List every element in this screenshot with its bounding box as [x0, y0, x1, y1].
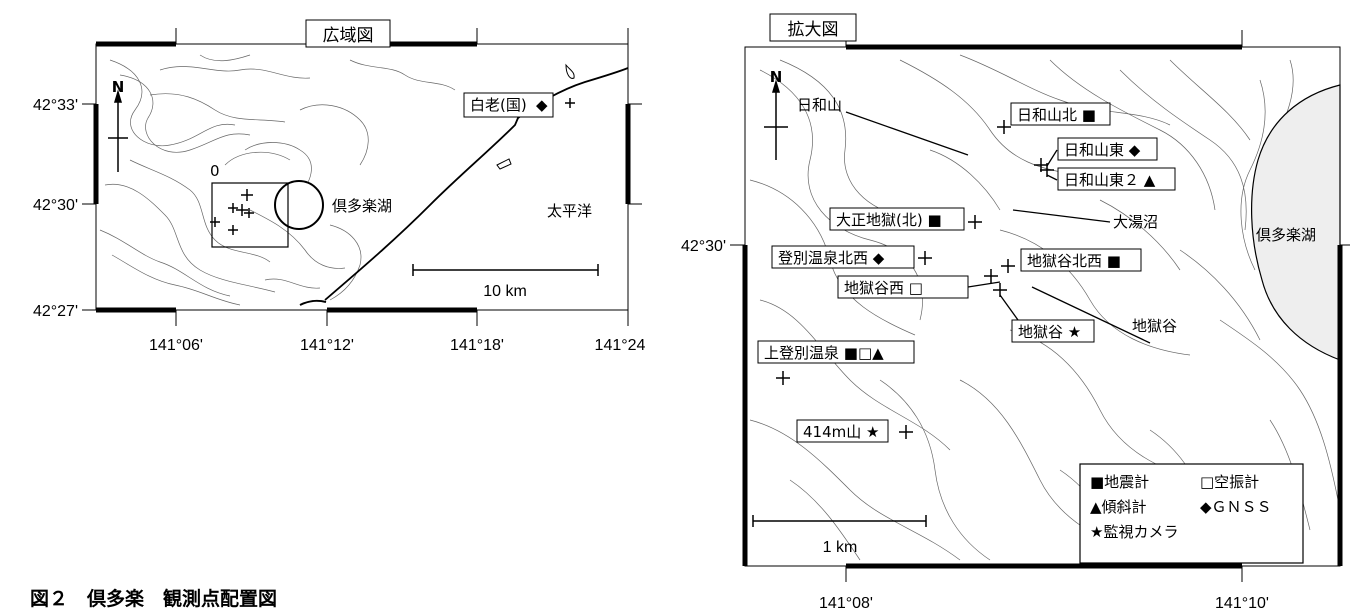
- place-jigokudani: 地獄谷: [1132, 317, 1177, 335]
- contour-marker: 0: [210, 162, 220, 180]
- wide-lat-27: 42°27': [33, 303, 78, 320]
- zoom-legend-box: [1079, 463, 1304, 564]
- zoom-scale-bar: [752, 515, 927, 527]
- wide-lon-18: 141°18': [450, 337, 504, 354]
- station-label-9: 414m山 ★: [803, 423, 879, 441]
- wide-map-frame: [95, 43, 629, 311]
- station-label-1: 日和山東 ◆: [1064, 141, 1141, 159]
- wide-ocean-label: 太平洋: [547, 202, 592, 220]
- wide-station-symbol: ◆: [536, 96, 548, 114]
- wide-lon-12: 141°12': [300, 337, 354, 354]
- legend-seismometer: ■地震計: [1090, 473, 1149, 491]
- wide-north-arrow: [108, 89, 128, 172]
- zoom-map: [730, 13, 1350, 582]
- harbor: [496, 158, 512, 170]
- wide-north-label: N: [112, 78, 125, 96]
- wide-map-title: 広域図: [323, 26, 374, 46]
- zoom-map-title: 拡大図: [788, 20, 839, 40]
- wide-lake-label: 倶多楽湖: [332, 197, 392, 215]
- zoom-north-label: N: [770, 68, 783, 86]
- zoom-north-arrow: [764, 79, 788, 160]
- zoom-lon-10: 141°10': [1215, 595, 1269, 612]
- zoom-scale-label: 1 km: [823, 539, 858, 556]
- wide-map: [82, 19, 642, 326]
- small-island: [565, 63, 575, 79]
- zoom-title-box: [769, 13, 857, 42]
- station-label-4: 登別温泉北西 ◆: [778, 249, 885, 267]
- wide-station-box: [463, 92, 554, 118]
- station-label-7: 地獄谷 ★: [1018, 323, 1081, 341]
- legend-gnss: ◆ＧＮＳＳ: [1200, 498, 1272, 516]
- station-label-3: 大正地獄(北) ■: [836, 211, 942, 229]
- zoom-station-boxes: [757, 102, 1176, 443]
- wide-lat-30: 42°30': [33, 197, 78, 214]
- coast-river-mouth: [299, 299, 327, 306]
- place-hiyoriyama: 日和山: [797, 96, 842, 114]
- legend-infrasound: □空振計: [1200, 473, 1259, 491]
- station-label-2: 日和山東２ ▲: [1064, 171, 1156, 189]
- zoom-lake-label: 倶多楽湖: [1256, 226, 1316, 244]
- wide-lon-06: 141°06': [149, 337, 203, 354]
- station-label-5: 地獄谷北西 ■: [1027, 252, 1121, 270]
- wide-lat-33: 42°33': [33, 97, 78, 114]
- wide-title-box: [305, 19, 391, 48]
- legend-camera: ★監視カメラ: [1090, 523, 1178, 541]
- zoom-lat-30: 42°30': [681, 238, 726, 255]
- wide-scale-bar: [412, 264, 599, 276]
- zoom-station-markers: [776, 120, 1054, 439]
- legend-tiltmeter: ▲傾斜計: [1090, 498, 1147, 516]
- wide-lake: [274, 180, 324, 230]
- station-label-0: 日和山北 ■: [1017, 106, 1096, 124]
- wide-map-contours: [99, 54, 456, 306]
- zoom-lake: [1251, 84, 1341, 361]
- zoom-area-box: [211, 182, 289, 248]
- wide-scale-label: 10 km: [483, 283, 527, 300]
- place-oyunuma: 大湯沼: [1113, 213, 1158, 231]
- coastline: [324, 67, 629, 301]
- zoom-frame-tickmarks: [730, 30, 1350, 582]
- wide-lon-24: 141°24: [595, 337, 646, 354]
- zoom-lon-08: 141°08': [819, 595, 873, 612]
- zoom-leader-lines: [845, 111, 1151, 344]
- station-label-8: 上登別温泉 ■□▲: [764, 344, 884, 362]
- wide-station-markers: [210, 98, 575, 235]
- wide-station-label: 白老(国): [470, 96, 527, 114]
- zoom-frame-ticks: [742, 44, 1343, 569]
- figure-caption: 図２ 倶多楽 観測点配置図: [30, 587, 277, 610]
- station-label-6: 地獄谷西 □: [844, 279, 923, 297]
